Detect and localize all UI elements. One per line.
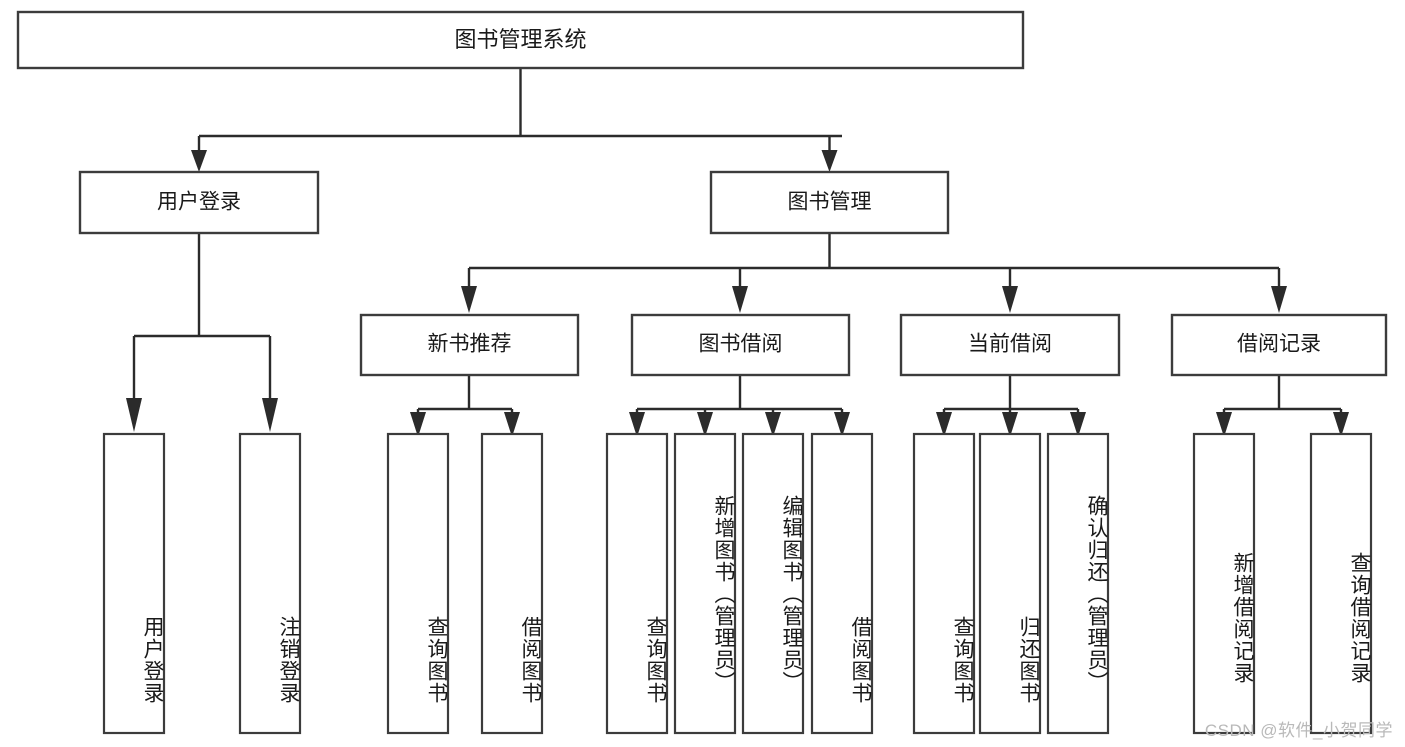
node-book-borrow-box[interactable] (630, 313, 851, 377)
arrow-newbook-leaf-1 (410, 412, 426, 437)
node-book-borrow-label: 图书借阅 (699, 333, 783, 356)
node-leaf-confirm-return-box[interactable] (1046, 432, 1110, 735)
arrow-borrowrecord-leaf-2 (1333, 412, 1349, 437)
arrow-newbook-leaf-2 (504, 412, 520, 437)
node-leaf-query-book-3-box[interactable] (912, 432, 976, 735)
arrow-bookborrow-leaf-3 (765, 412, 781, 437)
node-root-box[interactable] (16, 10, 1025, 70)
node-leaf-query-book-1-box[interactable] (386, 432, 450, 735)
node-user-login-label: 用户登录 (157, 191, 241, 214)
node-book-manage-label: 图书管理 (788, 191, 872, 214)
node-root-label: 图书管理系统 (454, 27, 586, 52)
csdn-watermark: CSDN @软件_小贺同学 (1204, 721, 1393, 740)
node-leaf-query-record-box[interactable] (1309, 432, 1373, 735)
node-borrow-record-label: 借阅记录 (1237, 333, 1321, 356)
node-user-login-box[interactable] (78, 170, 320, 235)
arrow-bookborrow-leaf-4 (834, 412, 850, 437)
arrow-root-to-bookmanage (821, 150, 838, 172)
node-leaf-add-record-box[interactable] (1192, 432, 1256, 735)
node-current-borrow-label: 当前借阅 (968, 333, 1052, 356)
node-leaf-return-book-box[interactable] (978, 432, 1042, 735)
node-current-borrow-box[interactable] (899, 313, 1121, 377)
arrow-bookborrow-leaf-1 (629, 412, 645, 437)
node-leaf-borrow-book-1-box[interactable] (480, 432, 544, 735)
arrow-currentborrow-leaf-2 (1002, 412, 1018, 437)
arrow-bookborrow-leaf-2 (697, 412, 713, 437)
arrow-bookmanage-child-4 (1271, 286, 1287, 313)
connector-layer (126, 68, 1349, 437)
arrow-bookmanage-child-3 (1002, 286, 1018, 313)
node-new-book-recommend-label: 新书推荐 (428, 333, 512, 356)
arrow-bookmanage-child-1 (461, 286, 477, 313)
node-book-manage-box[interactable] (709, 170, 950, 235)
node-leaf-user-login-box[interactable] (102, 432, 166, 735)
arrow-bookmanage-child-2 (732, 286, 748, 313)
arrow-userlogin-leaf-2 (262, 398, 278, 432)
arrow-userlogin-leaf-1 (126, 398, 142, 432)
node-leaf-add-book-box[interactable] (673, 432, 737, 735)
arrow-currentborrow-leaf-1 (936, 412, 952, 437)
node-borrow-record-box[interactable] (1170, 313, 1388, 377)
arrow-borrowrecord-leaf-1 (1216, 412, 1232, 437)
arrow-currentborrow-leaf-3 (1070, 412, 1086, 437)
node-leaf-user-logout-box[interactable] (238, 432, 302, 735)
node-leaf-borrow-book-2-box[interactable] (810, 432, 874, 735)
node-leaf-edit-book-box[interactable] (741, 432, 805, 735)
arrow-root-to-userlogin (191, 150, 207, 172)
box-layer: 图书管理系统 用户登录 图书管理 新书推荐 图书借阅 当前借阅 借阅记录 (16, 10, 1388, 735)
node-leaf-query-book-2-box[interactable] (605, 432, 669, 735)
node-new-book-recommend-box[interactable] (359, 313, 580, 377)
